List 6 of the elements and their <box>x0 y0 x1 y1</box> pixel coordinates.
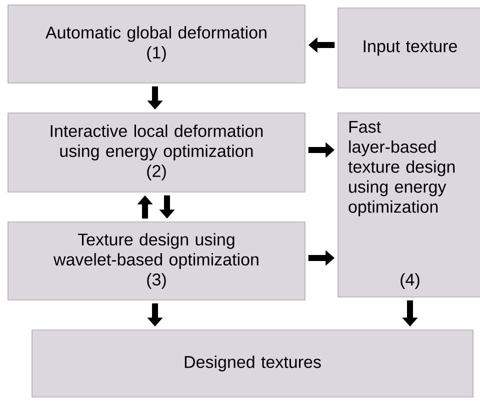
process-box: Input texture <box>338 8 480 88</box>
process-box: Interactive local deformation using energy optimization (2) <box>8 112 306 192</box>
process-box: Automatic global deformation (1) <box>8 4 306 84</box>
process-box: Fast layer-based texture design using energy optimization (4) <box>338 112 480 298</box>
process-box: Designed textures <box>32 330 474 398</box>
process-box: Texture design using wavelet-based optimization (3) <box>8 222 306 300</box>
